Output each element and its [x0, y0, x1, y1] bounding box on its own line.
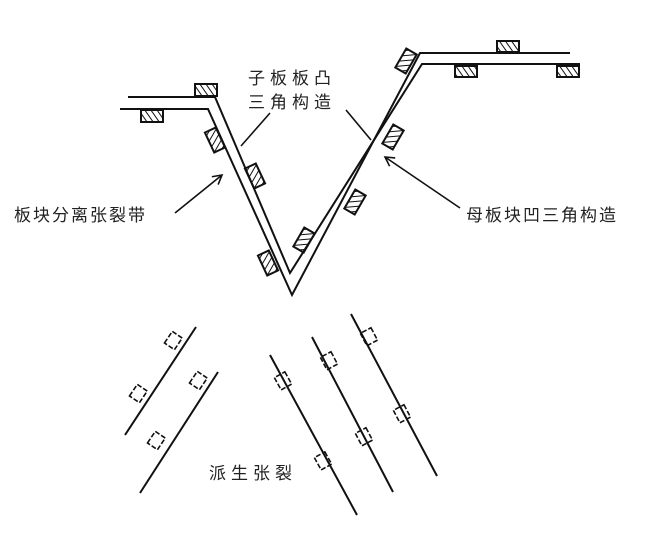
- fracture-line: [350, 313, 438, 477]
- fracture-line: [139, 371, 219, 494]
- tension-mark: [359, 326, 379, 347]
- mother-plate-boundary-line: [120, 52, 570, 298]
- leader-line: [240, 112, 271, 147]
- tension-mark: [128, 383, 149, 404]
- hatched-block: [256, 249, 280, 277]
- hatched-block: [140, 109, 164, 123]
- hatched-block: [556, 65, 580, 78]
- hatched-block: [496, 40, 520, 53]
- arrow-rift-zone: [174, 173, 224, 214]
- hatched-block: [243, 162, 267, 190]
- label-sub-plate-line2: 三角构造: [248, 93, 336, 113]
- tension-mark: [163, 330, 184, 351]
- arrow-mother-plate: [383, 156, 461, 209]
- hatched-block: [194, 83, 218, 97]
- hatched-block: [454, 65, 478, 78]
- tension-mark: [146, 430, 167, 451]
- hatched-block: [380, 123, 406, 151]
- tension-mark: [188, 370, 209, 391]
- tension-mark: [319, 350, 339, 371]
- fracture-line: [269, 354, 358, 516]
- sub-plate-boundary-line: [128, 63, 580, 276]
- leader-line: [345, 109, 372, 141]
- hatched-blocks: [140, 40, 580, 277]
- fracture-line: [311, 336, 394, 493]
- hatched-block: [291, 226, 317, 254]
- label-derived-rift: 派生张裂: [209, 464, 297, 484]
- derived-rift-lines: [124, 313, 438, 516]
- label-rift-zone: 板块分离张裂带: [14, 206, 147, 226]
- hatched-block: [342, 188, 368, 216]
- label-sub-plate-line1: 子板板凸: [248, 69, 336, 89]
- hatched-block: [203, 126, 227, 154]
- fracture-line: [124, 326, 197, 436]
- tension-marks: [128, 326, 412, 471]
- label-mother-plate: 母板块凹三角构造: [466, 206, 618, 226]
- hatched-block: [393, 47, 419, 75]
